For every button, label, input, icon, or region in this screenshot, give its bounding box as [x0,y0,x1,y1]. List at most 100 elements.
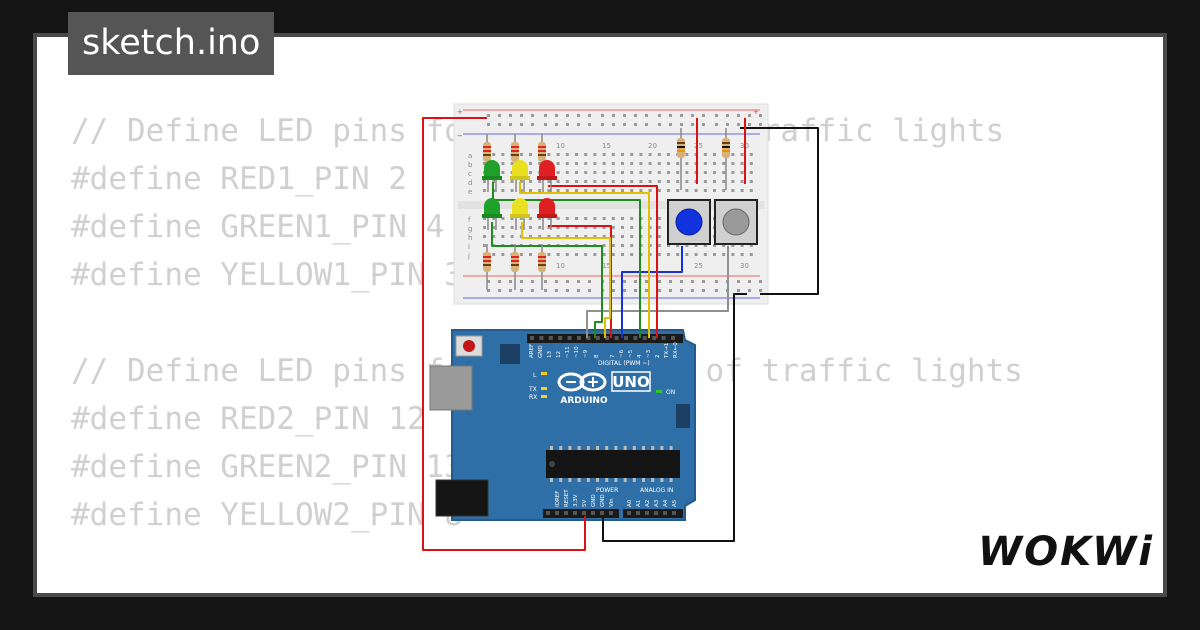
resistor[interactable] [511,244,519,290]
rail-hole [634,114,637,117]
header-pin [605,336,610,340]
breadboard-hole [694,244,698,247]
rail-hole [612,114,615,117]
resistor[interactable] [538,244,546,290]
wire-yellow2[interactable] [521,222,611,338]
rail-hole [531,114,534,117]
resistor[interactable] [722,128,730,190]
rail-hole [658,289,661,292]
code-line: #define RED1_PIN 2 [71,161,407,197]
rail-hole [487,123,490,126]
breadboard-hole [519,253,523,256]
breadboard-hole [657,253,661,256]
pushbutton-blue[interactable] [667,199,711,245]
chip-leg [559,446,563,450]
rail-hole [691,289,694,292]
digital-pin-labels: AREF GND 13 12 ~11 ~10 ~9 8 7 ~6 ~5 4 ~3… [529,342,679,359]
wire-yellow1[interactable] [519,182,650,338]
rail-hole [669,280,672,283]
wokwi-logo-text: WOKWi [978,529,1154,575]
breadboard-hole [529,171,532,174]
plus-label: + [753,108,759,116]
rail-hole [691,280,694,283]
header-pin [558,336,563,340]
led-yellow-2[interactable] [510,198,530,230]
breadboard-hole [602,189,606,192]
led-yellow-1[interactable] [510,160,530,192]
breadboard-hole [667,244,670,247]
breadboard-hole [639,153,643,156]
icsp-header [676,404,690,428]
breadboard-hole [510,235,514,238]
row-label: g [468,225,472,233]
led-red-2[interactable] [537,198,557,230]
breadboard-hole [657,235,661,238]
wire-gnd-black[interactable] [602,293,747,542]
file-tab[interactable]: sketch.ino [68,12,275,75]
rail-hole [544,280,547,283]
wire-green2[interactable] [491,222,603,338]
breadboard-hole [529,162,532,165]
breadboard-hole [648,253,652,256]
chip-leg [642,446,645,450]
breadboard-hole [556,217,560,220]
breadboard-hole [556,162,560,165]
breadboard-hole [731,171,735,174]
rail-hole [612,289,615,292]
breadboard-hole [556,180,560,183]
breadboard-hole [565,253,569,256]
chip-leg [577,446,581,450]
rx-led [541,395,547,398]
rail-hole [498,280,501,283]
pin-label: A3 [654,499,660,507]
breadboard-hole [565,162,569,165]
breadboard-hole [703,180,707,183]
led-green-1[interactable] [482,160,502,192]
pin-label: 13 [547,351,553,358]
rail-hole [487,289,490,292]
reset-button-cap[interactable] [463,340,475,352]
breadboard-hole [611,226,615,229]
breadboard-hole [749,189,753,192]
breadboard-hole [703,171,707,174]
header-pin [582,511,586,515]
wire-button1-blue[interactable] [621,246,683,338]
breadboard-hole [565,235,569,238]
pin-label: 12 [556,351,562,358]
wire-red1[interactable] [548,185,658,338]
wire-gnd-rail-black[interactable] [740,127,819,295]
rail-hole [658,123,661,126]
breadboard-hole [602,226,606,229]
rail-hole [645,123,648,126]
pin-label: 2 [655,355,661,359]
breadboard-hole [657,162,661,165]
breadboard-hole [510,180,514,183]
breadboard-hole [611,162,615,165]
breadboard-hole [685,253,689,256]
rail-hole [691,114,694,117]
wire-5v-red[interactable] [422,117,586,551]
led-green-2[interactable] [482,198,502,230]
led-red-1[interactable] [537,160,557,192]
resistor[interactable] [677,128,685,190]
resistor[interactable] [483,244,491,290]
breadboard-hole [657,189,661,192]
rail-hole [498,289,501,292]
wire-green1[interactable] [492,182,641,338]
breadboard-hole [575,171,578,174]
breadboard-hole [621,244,624,247]
breadboard-hole [593,226,597,229]
breadboard-hole [749,162,753,165]
breadboard-hole [593,171,597,174]
pin-label: IOREF [555,491,561,507]
chip-leg [614,446,618,450]
pushbutton-gray[interactable] [714,199,758,245]
breadboard-hole [685,162,689,165]
breadboard-hole [713,189,716,192]
code-line: #define YELLOW1_PIN 3 [71,257,463,293]
pin-label: A2 [645,500,651,507]
arduino-uno[interactable]: UNO ARDUINO DIGITAL (PWM ~) TX RX L ON P… [429,329,696,521]
header-pin [627,511,631,515]
breadboard-hole [547,189,551,192]
breadboard-hole [611,171,615,174]
